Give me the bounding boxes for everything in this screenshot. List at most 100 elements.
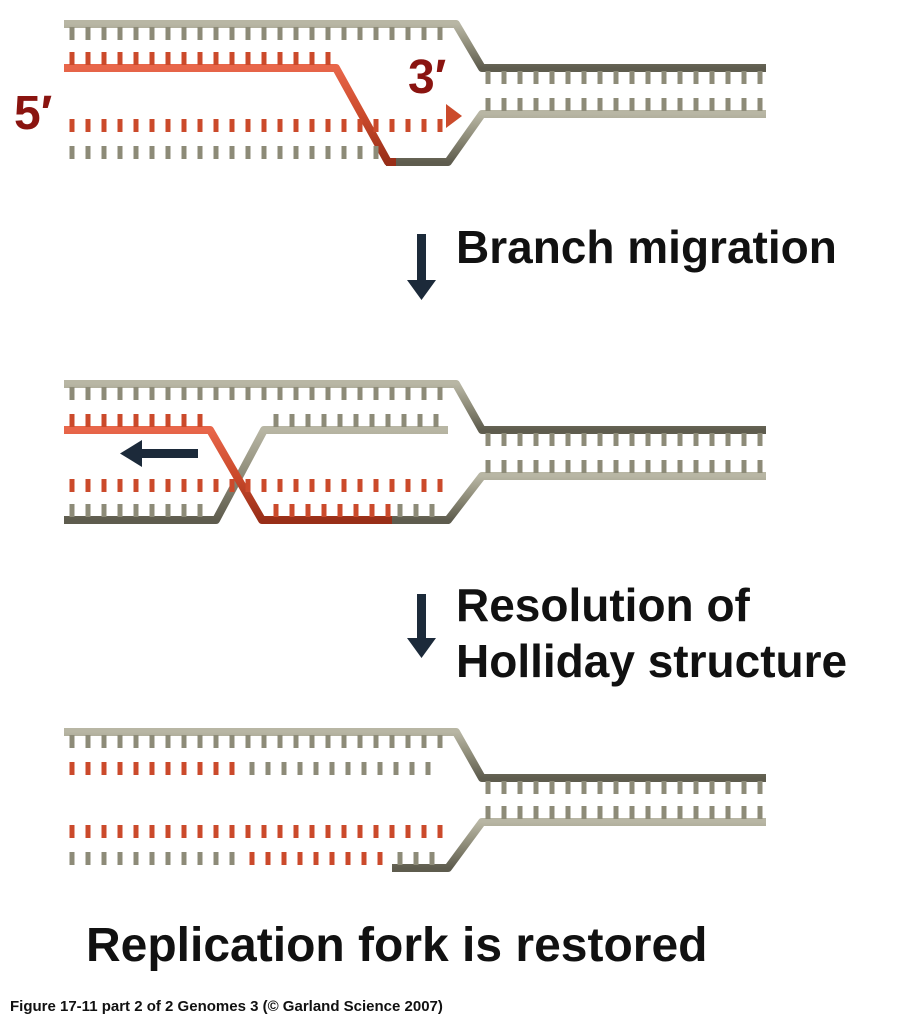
base-pair-rung xyxy=(245,146,251,159)
base-pair-rung xyxy=(85,52,91,65)
base-pair-rung xyxy=(229,52,235,65)
base-pair-rung xyxy=(741,806,747,819)
base-pair-rung xyxy=(165,414,171,427)
base-pair-rung xyxy=(309,52,315,65)
base-pair-rung xyxy=(389,825,395,838)
base-pair-rung xyxy=(293,119,299,132)
base-pair-rung xyxy=(165,119,171,132)
base-pair-rung xyxy=(293,825,299,838)
base-pair-rung xyxy=(429,504,435,517)
base-pair-rung xyxy=(69,735,75,748)
base-pair-rung xyxy=(565,71,571,84)
base-pair-rung xyxy=(693,98,699,111)
base-pair-rung xyxy=(133,504,139,517)
base-pair-rung xyxy=(757,781,763,794)
base-pair-rung xyxy=(597,460,603,473)
base-pair-rung xyxy=(69,852,75,865)
base-pair-rung xyxy=(645,433,651,446)
base-pair-rung xyxy=(401,414,407,427)
base-pair-rung xyxy=(397,504,403,517)
base-pair-rung xyxy=(549,433,555,446)
base-pair-rung xyxy=(181,387,187,400)
base-pair-rung xyxy=(677,460,683,473)
base-pair-rung xyxy=(405,27,411,40)
base-pair-rung xyxy=(69,825,75,838)
base-pair-rung xyxy=(101,504,107,517)
base-pair-rung xyxy=(181,52,187,65)
base-pair-rung xyxy=(325,52,331,65)
base-pair-rung xyxy=(321,414,327,427)
base-pair-rung xyxy=(373,387,379,400)
base-pair-rung xyxy=(213,52,219,65)
base-pair-rung xyxy=(85,852,91,865)
base-pair-rung xyxy=(661,460,667,473)
base-pair-rung xyxy=(597,433,603,446)
base-pair-rung xyxy=(309,735,315,748)
down-arrow-head xyxy=(407,638,436,658)
base-pair-rung xyxy=(313,762,319,775)
base-pair-rung xyxy=(165,825,171,838)
base-pair-rung xyxy=(517,460,523,473)
base-pair-rung xyxy=(133,479,139,492)
base-pair-rung xyxy=(165,762,171,775)
resolution-label-line2: Holliday structure xyxy=(456,635,848,687)
base-pair-rung xyxy=(117,146,123,159)
base-pair-rung xyxy=(181,762,187,775)
base-pair-rung xyxy=(117,735,123,748)
parental-strand-top xyxy=(64,728,766,782)
base-pair-rung xyxy=(725,781,731,794)
base-pair-rung xyxy=(117,387,123,400)
base-pair-rung xyxy=(629,806,635,819)
base-pair-rung xyxy=(357,27,363,40)
base-pair-rung xyxy=(197,479,203,492)
base-pair-rung xyxy=(361,852,367,865)
base-pair-rung xyxy=(645,806,651,819)
base-pair-rung xyxy=(501,433,507,446)
base-pair-rung xyxy=(501,460,507,473)
leading-strand-arrowhead xyxy=(446,104,462,128)
base-pair-rung xyxy=(757,433,763,446)
base-pair-rung xyxy=(261,119,267,132)
base-pair-rung xyxy=(165,479,171,492)
process-arrows xyxy=(407,234,436,658)
base-pair-rung xyxy=(133,735,139,748)
base-pair-rung xyxy=(69,504,75,517)
base-pair-rung xyxy=(485,98,491,111)
base-pair-rung xyxy=(413,852,419,865)
base-pair-rung xyxy=(133,52,139,65)
base-pair-rung xyxy=(741,98,747,111)
base-pair-rung xyxy=(261,735,267,748)
base-pair-rung xyxy=(101,52,107,65)
base-pair-rung xyxy=(725,98,731,111)
base-pair-rung xyxy=(409,762,415,775)
base-pair-rung xyxy=(757,806,763,819)
base-pair-rung xyxy=(293,146,299,159)
base-pair-rung xyxy=(341,735,347,748)
base-pair-rung xyxy=(261,479,267,492)
base-pair-rung xyxy=(69,387,75,400)
base-pair-rung xyxy=(133,146,139,159)
base-pair-rung xyxy=(517,781,523,794)
base-pair-rung xyxy=(181,825,187,838)
base-pair-rung xyxy=(345,762,351,775)
branch-migration-label: Branch migration xyxy=(456,221,837,273)
base-pair-rung xyxy=(229,387,235,400)
base-pair-rung xyxy=(293,27,299,40)
base-pair-rung xyxy=(693,460,699,473)
base-pair-rung xyxy=(405,479,411,492)
base-pair-rung xyxy=(709,71,715,84)
base-pair-rung xyxy=(69,146,75,159)
base-pair-rung xyxy=(325,119,331,132)
base-pair-rung xyxy=(265,852,271,865)
base-pair-rung xyxy=(325,825,331,838)
base-pair-rung xyxy=(405,735,411,748)
base-pair-rung xyxy=(369,504,375,517)
base-pair-rung xyxy=(361,762,367,775)
base-pair-rung xyxy=(133,387,139,400)
base-pair-rung xyxy=(229,146,235,159)
base-pair-rung xyxy=(725,806,731,819)
base-pair-rung xyxy=(117,852,123,865)
base-pair-rung xyxy=(117,119,123,132)
base-pair-rung xyxy=(385,414,391,427)
base-pair-rung xyxy=(229,27,235,40)
